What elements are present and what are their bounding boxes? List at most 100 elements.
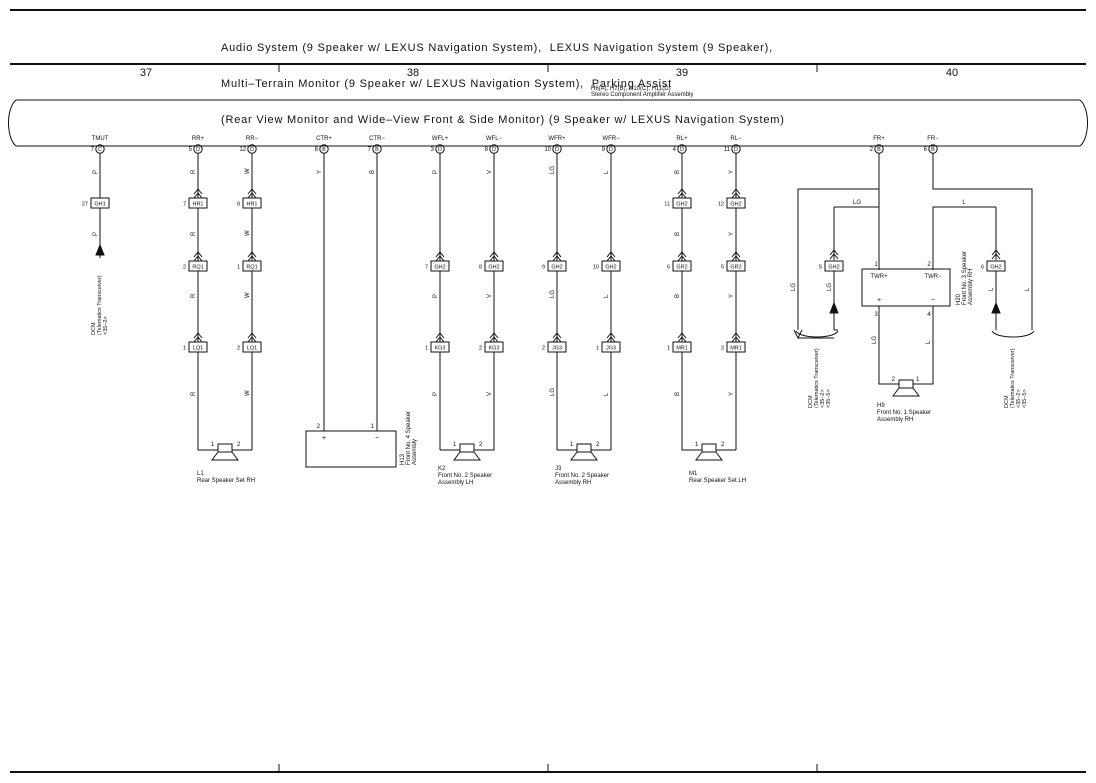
wire-color: L [604, 294, 610, 298]
terminal-pin: 11 [724, 147, 731, 153]
speaker-k2-cone [453, 451, 481, 461]
terminal-label: WFL− [486, 136, 503, 142]
dcm-label-right: DCM [1004, 395, 1010, 408]
speaker-l1-name: Rear Speaker Set RH [197, 478, 255, 484]
wire-color: L [962, 200, 966, 206]
chevron-icon [489, 251, 499, 262]
speaker-m1-cone [695, 451, 723, 461]
connector-pin: 1 [183, 345, 186, 351]
connector-pin: 6 [667, 264, 670, 270]
connector-pin: 1 [425, 345, 428, 351]
speaker-j3-cone [570, 451, 598, 461]
amplifier-code: H6(A), H7(B), H10(C), H11(D) [591, 86, 671, 92]
terminal-pin: 6 [924, 147, 928, 153]
speaker-j3-name: Front No. 2 Speaker [555, 473, 609, 479]
speaker-h20-box [861, 268, 951, 307]
connector-name: HR1 [192, 201, 203, 207]
h9-wire [913, 306, 934, 385]
pin: 3 [874, 312, 878, 318]
dcm-brace [795, 330, 839, 338]
dcm-label-right: (Telematics Transceiver) [1010, 348, 1016, 408]
connector-name: LQ1 [247, 345, 257, 351]
connector-name: GR2 [730, 264, 741, 270]
dcm-label-right: <35–5> [1022, 389, 1028, 408]
wire-color: B [675, 392, 681, 396]
connector-name: GH2 [730, 201, 741, 207]
dcm-label: (Telematics Transceiver) [97, 275, 103, 335]
connector-name: MR1 [676, 345, 688, 351]
terminal-pin: 4 [673, 147, 677, 153]
chevron-icon [606, 251, 616, 262]
fr-plus-wire [797, 153, 880, 330]
terminal-pin: 8 [485, 147, 489, 153]
wire-color: L [926, 340, 932, 344]
terminal-connector-letter: B [322, 147, 326, 153]
pin: 1 [695, 442, 699, 448]
terminal-pin: 12 [239, 147, 246, 153]
wire-color: B [675, 232, 681, 236]
connector-pin: 2 [542, 345, 545, 351]
terminal-connector-letter: D [250, 147, 254, 153]
wire-color: V [487, 170, 493, 174]
wire-color: W [245, 292, 251, 298]
terminal-connector-letter: D [196, 147, 200, 153]
speaker-m1-name: Rear Speaker Set LH [689, 478, 746, 484]
amplifier-name: Stereo Component Amplifier Assembly [591, 92, 693, 98]
terminal-label: RL+ [676, 136, 688, 142]
connector-name: GH2 [488, 264, 499, 270]
wire-color: B [675, 170, 681, 174]
arrow-icon [95, 243, 105, 256]
pin: 1 [371, 424, 375, 430]
dcm-label-left: <35–5> [826, 389, 832, 408]
terminal-pin: 8 [315, 147, 319, 153]
connector-pin: 1 [667, 345, 670, 351]
dcm-label: DCM [91, 322, 97, 335]
column-number-3: 39 [676, 67, 688, 79]
speaker-j3-name: Assembly RH [555, 480, 591, 486]
connector-pin: 11 [664, 201, 670, 207]
dcm-brace [991, 330, 1035, 338]
dcm-label-left: DCM [808, 395, 814, 408]
speaker-l1-code: L1 [197, 471, 204, 477]
connector-gh2h-pin: 6 [981, 264, 984, 270]
speaker-h9-cone [892, 387, 920, 397]
speaker-h13-name: Front No. 4 Speaker [406, 411, 412, 465]
speaker-m1-code: M1 [689, 471, 698, 477]
terminal-connector-letter: C [98, 147, 102, 153]
terminal-connector-letter: B [375, 147, 379, 153]
chevron-icon [677, 251, 687, 262]
terminal-label: RR+ [192, 136, 205, 142]
wire-color: R [191, 169, 197, 174]
chevron-icon [435, 332, 445, 343]
terminal-connector-letter: D [680, 147, 684, 153]
title-line-2: Multi–Terrain Monitor (9 Speaker w/ LEXU… [221, 78, 673, 90]
terminal-label: CTR+ [316, 136, 332, 142]
wire-color: Y [317, 170, 323, 174]
terminal-connector-letter: B [931, 147, 935, 153]
terminal-label: RL− [730, 136, 742, 142]
pin: 1 [211, 442, 215, 448]
connector-pin: 8 [479, 264, 482, 270]
terminal-label: WFR− [602, 136, 620, 142]
connector-gh2g-name: GH2 [828, 264, 839, 270]
chevron-icon [731, 251, 741, 262]
connector-pin: 2 [183, 264, 186, 270]
terminal-label: FR+ [873, 136, 885, 142]
pin: 1 [874, 262, 878, 268]
chevron-icon [489, 332, 499, 343]
connector-name: GH2 [676, 201, 687, 207]
pin: 2 [317, 424, 321, 430]
wire-color: W [245, 168, 251, 174]
terminal-connector-letter: B [877, 147, 881, 153]
connector-pin: 8 [237, 201, 240, 207]
speaker-h9-code: H9 [877, 403, 885, 409]
speaker-j3-code: J3 [555, 466, 562, 472]
terminal-connector-letter: D [438, 147, 442, 153]
terminal-pin: 9 [602, 147, 606, 153]
pin: 1 [916, 377, 920, 383]
chevron-icon [193, 332, 203, 343]
chevron-icon [552, 251, 562, 262]
arrow-icon [829, 301, 839, 314]
wire-color: R [191, 293, 197, 298]
connector-name: LQ1 [193, 345, 203, 351]
